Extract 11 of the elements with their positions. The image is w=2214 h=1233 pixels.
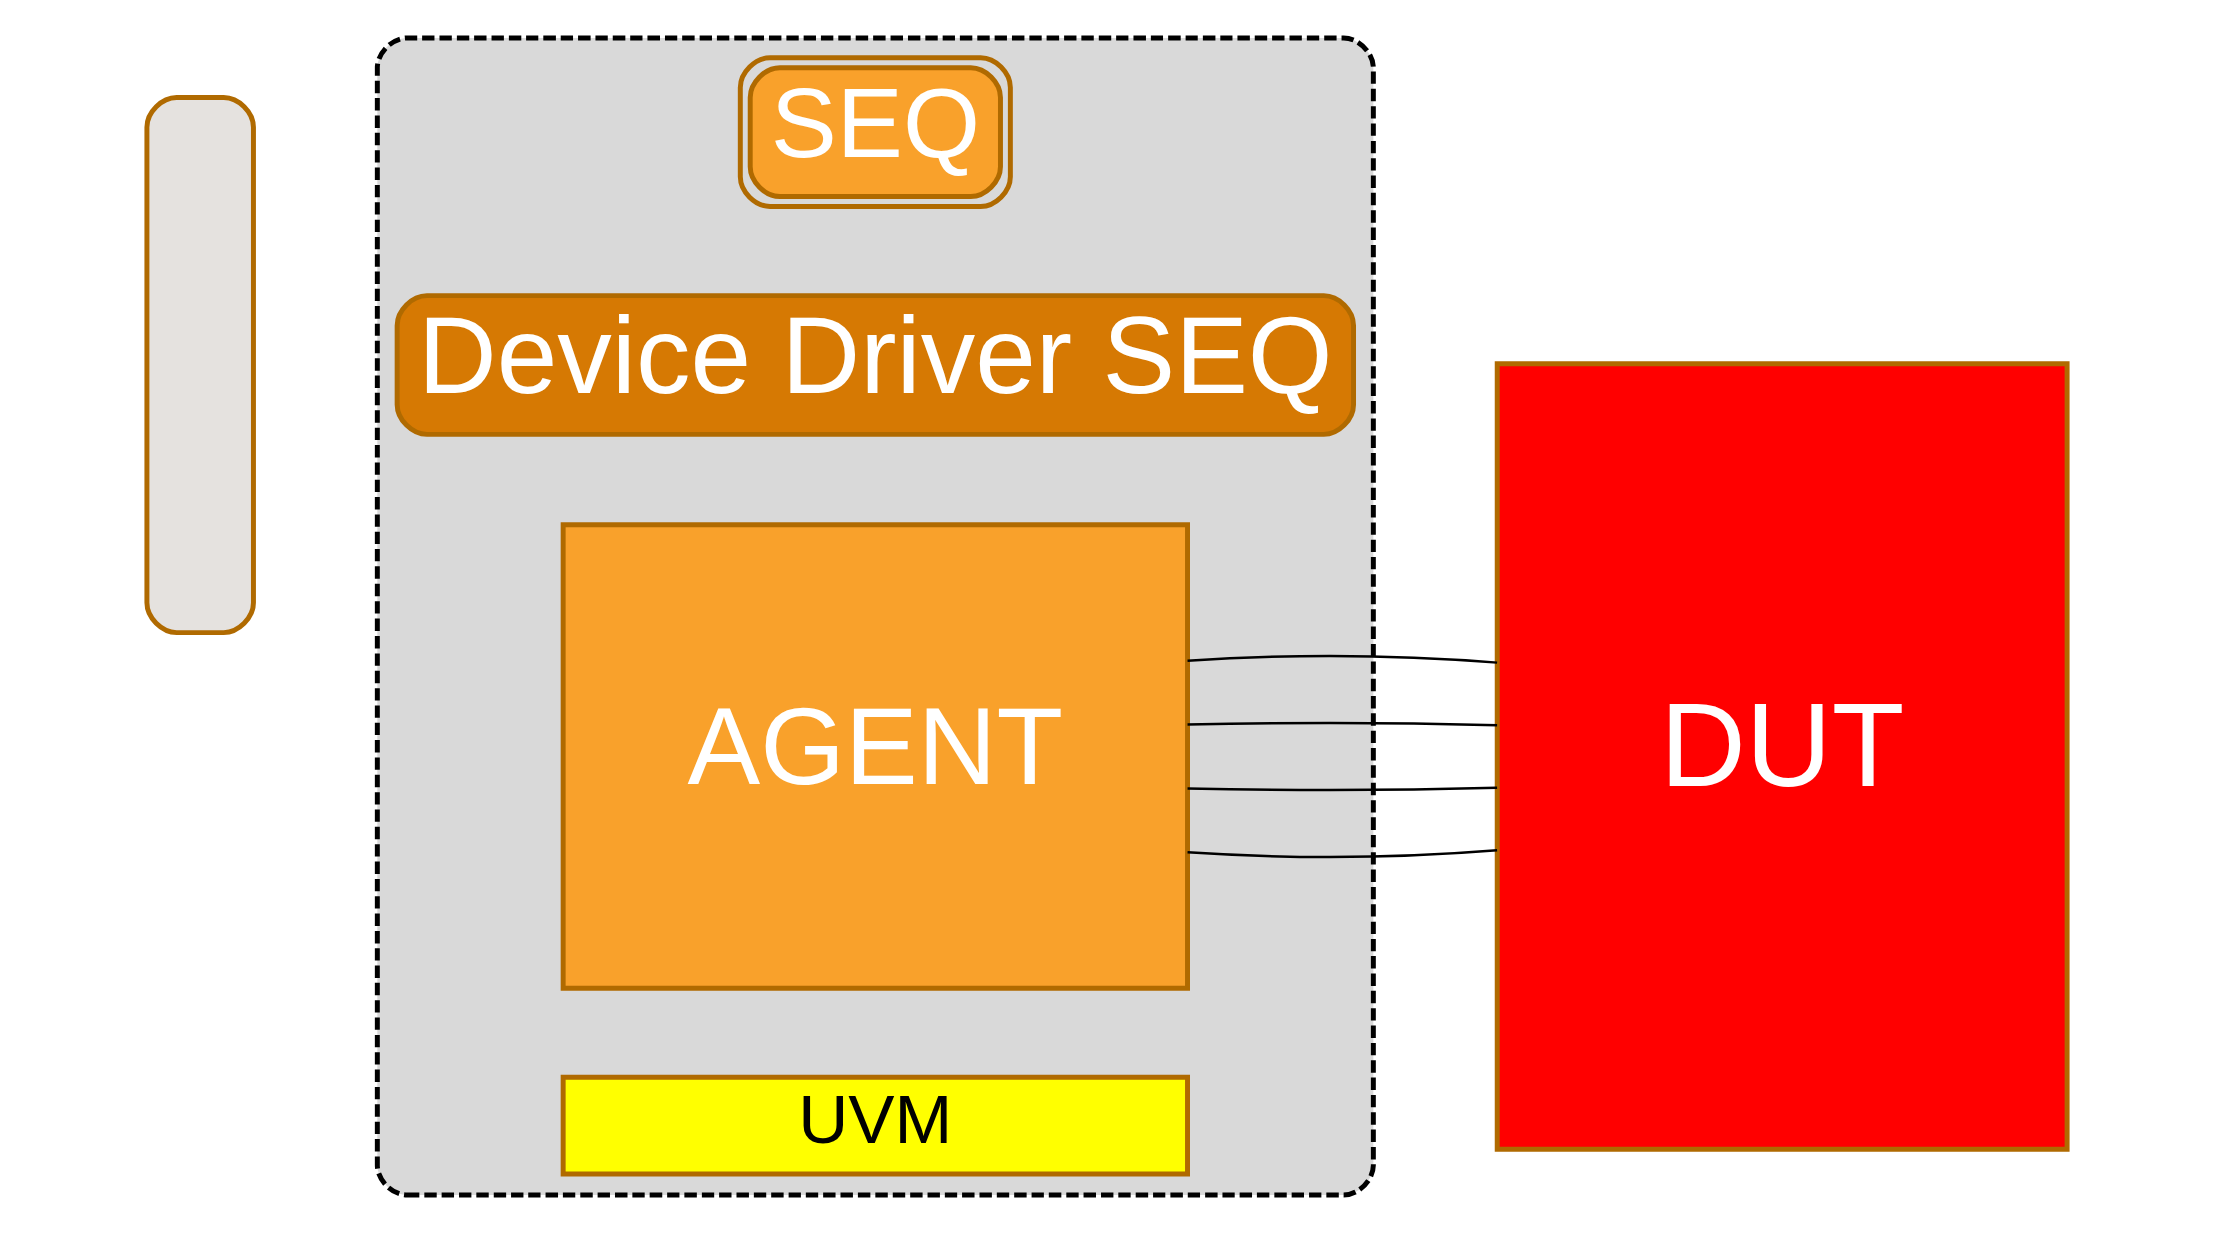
node-box [144, 94, 256, 636]
connector [1187, 786, 1498, 792]
connector [1187, 849, 1498, 859]
node-box: AGENT [560, 522, 1190, 991]
node-box: Device Driver SEQ [394, 293, 1356, 437]
node-box: SEQ [737, 55, 1013, 209]
connector [1187, 654, 1498, 664]
connector [1187, 721, 1498, 727]
node-box: UVM [560, 1074, 1190, 1177]
cluster [374, 35, 1376, 1198]
node-box: DUT [1494, 361, 2070, 1152]
